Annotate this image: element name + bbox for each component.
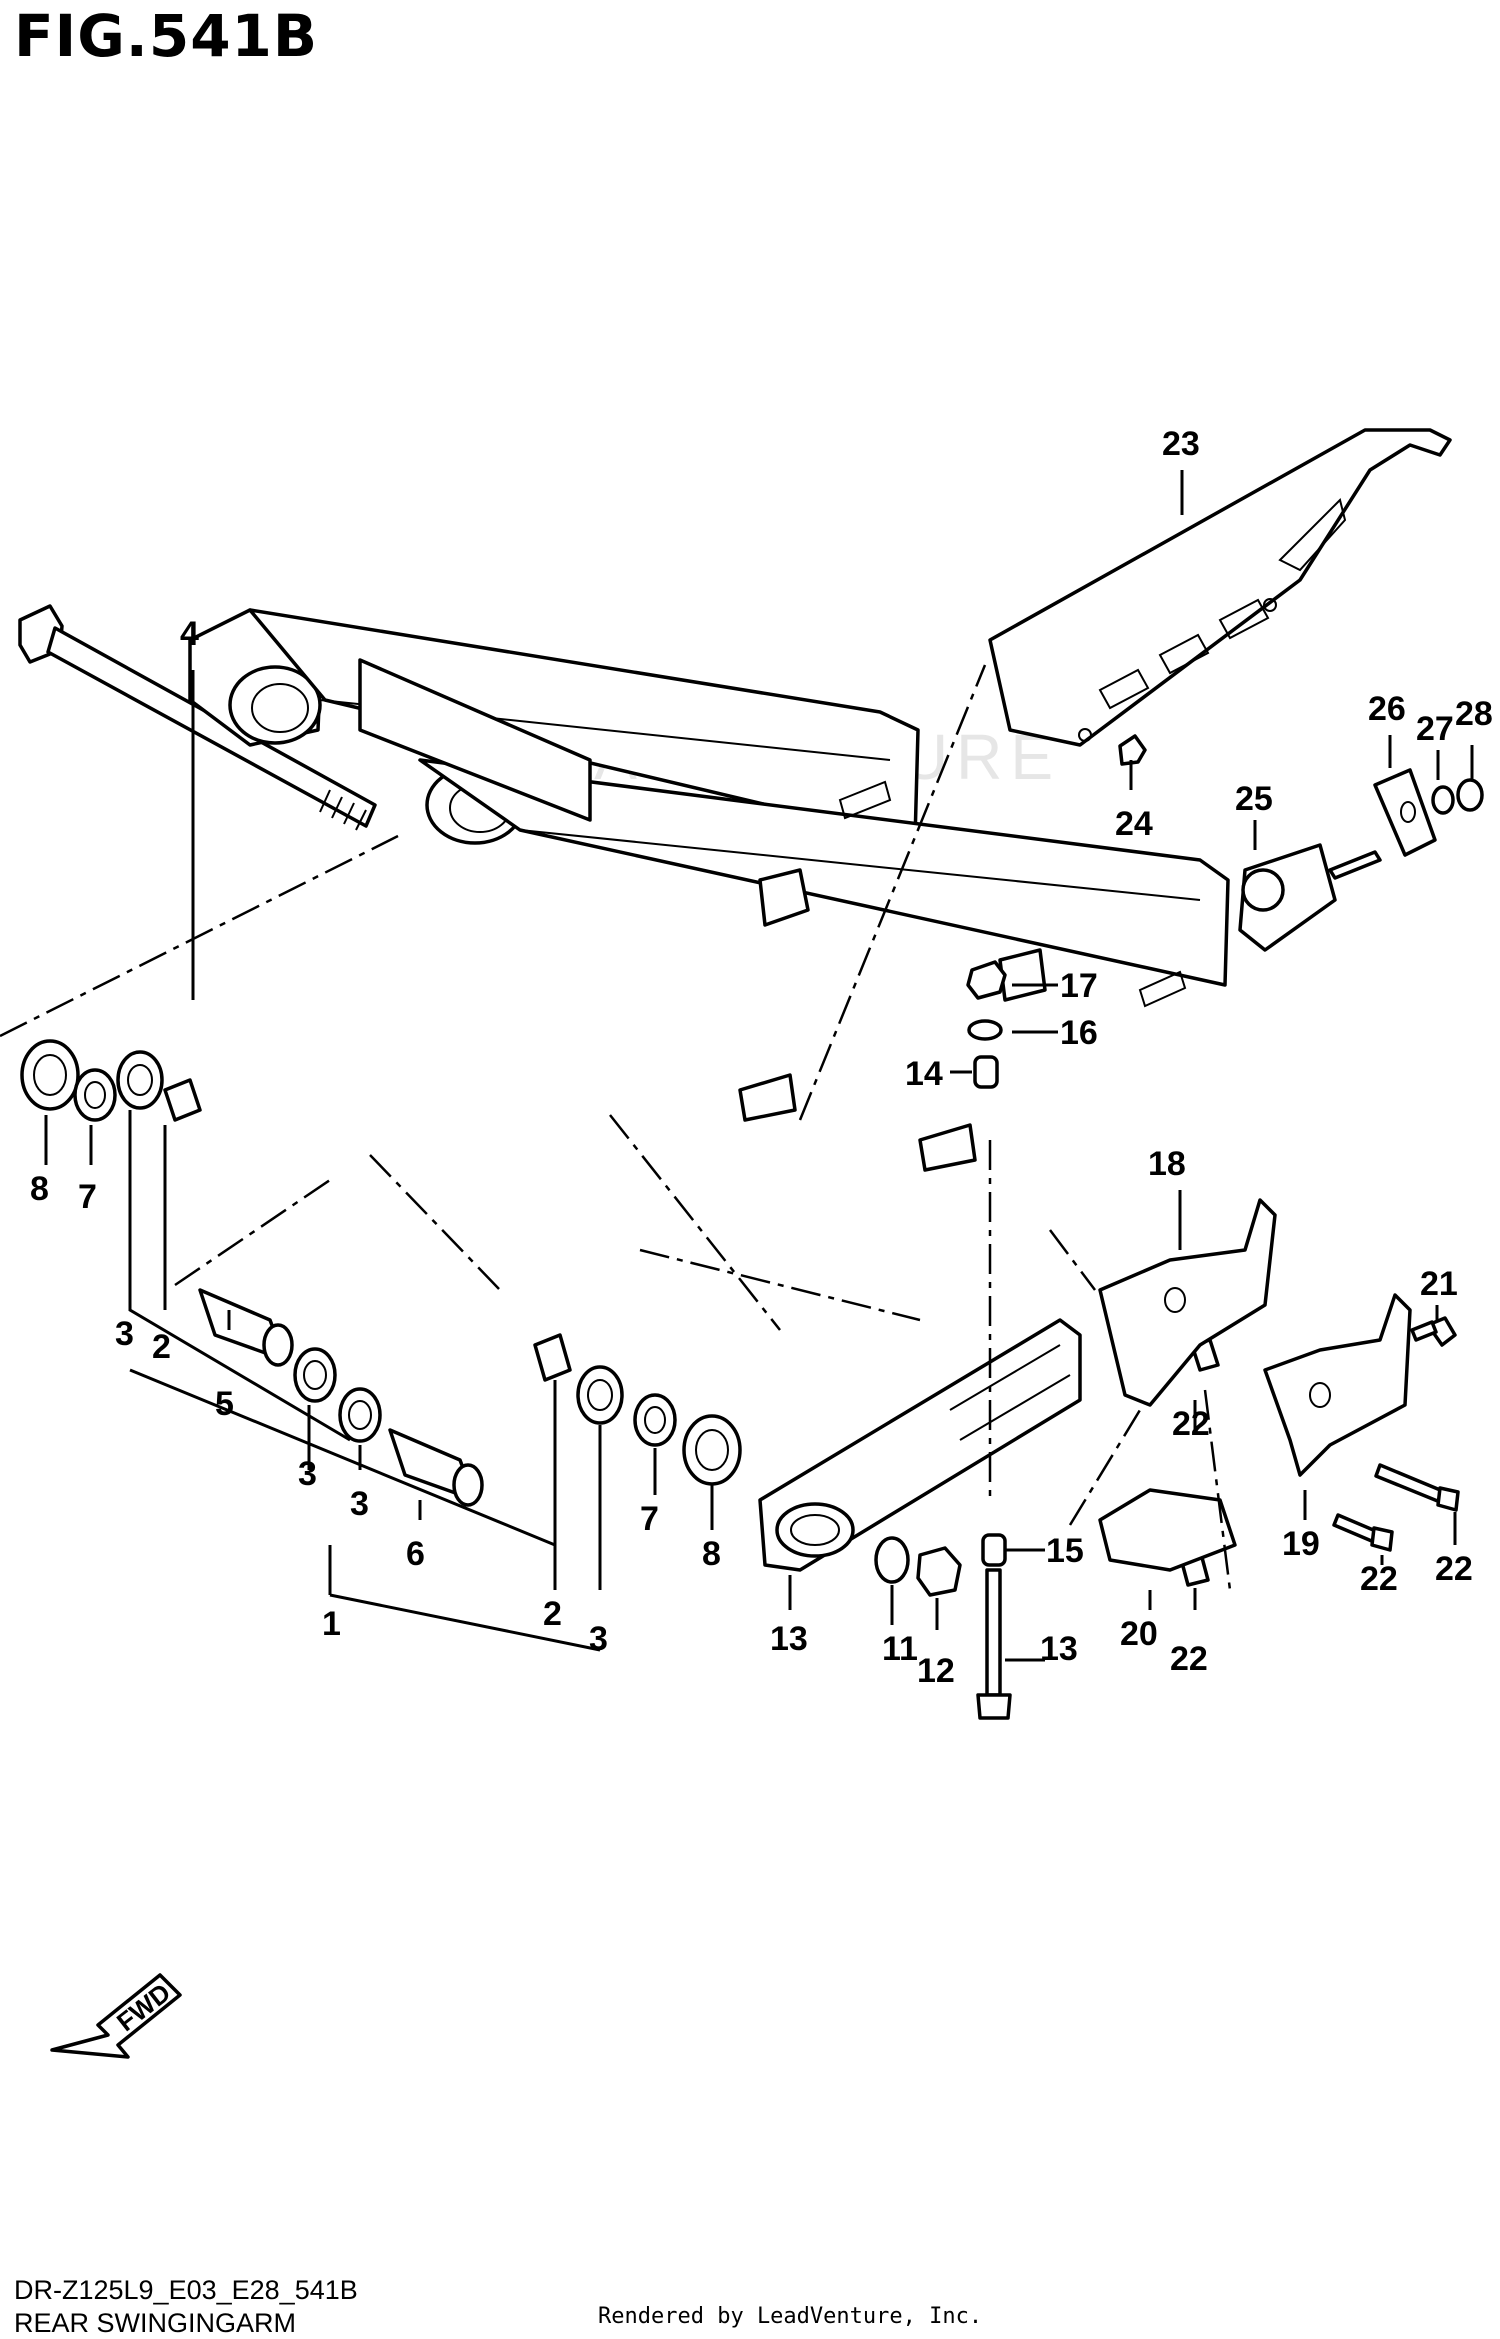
bushing-parts — [20, 1039, 742, 1507]
callout-20: 22 — [1435, 1550, 1473, 1588]
figure-title: FIG.541B — [14, 2, 319, 70]
callout-23: 23 — [1162, 425, 1200, 463]
callout-2a: 2 — [152, 1328, 171, 1366]
callout-10: 12 — [917, 1652, 955, 1690]
alignment-lines — [0, 664, 1232, 1591]
callout-7a: 7 — [78, 1178, 97, 1216]
callout-2b: 2 — [543, 1595, 562, 1633]
callout-8a: 8 — [30, 1170, 49, 1208]
diagram-code: DR-Z125L9_E03_E28_541B — [14, 2275, 358, 2305]
pivot-shaft-part — [18, 604, 377, 831]
callout-labels: 4 23 24 25 26 27 28 17 16 18 14 21 8 7 3… — [30, 425, 1493, 1690]
fwd-arrow-icon: FWD — [50, 1973, 182, 2059]
callout-14: 16 — [1060, 1014, 1098, 1052]
callout-7b: 7 — [640, 1500, 659, 1538]
callout-27: 27 — [1416, 710, 1454, 748]
chain-cover-part — [988, 428, 1452, 747]
leader-lines — [44, 470, 1474, 1662]
chain-guide-parts — [1098, 1198, 1412, 1572]
callout-3a: 3 — [115, 1315, 134, 1353]
callout-8b: 8 — [702, 1535, 721, 1573]
callout-28: 28 — [1455, 695, 1493, 733]
callout-13a: 14 — [905, 1055, 943, 1093]
callout-24: 24 — [1115, 805, 1153, 843]
callout-3b: 3 — [298, 1455, 317, 1493]
callout-1: 1 — [322, 1605, 341, 1643]
callout-3d: 3 — [589, 1620, 608, 1658]
callout-3c: 3 — [350, 1485, 369, 1523]
callout-18: 20 — [1120, 1615, 1158, 1653]
callout-19: 21 — [1420, 1265, 1458, 1303]
callout-6: 6 — [406, 1535, 425, 1573]
callout-11: 13 — [770, 1620, 808, 1658]
rendered-by-credit: Rendered by LeadVenture, Inc. — [598, 2304, 983, 2329]
callout-26: 26 — [1368, 690, 1406, 728]
diagram-caption: REAR SWINGINGARM — [14, 2308, 297, 2338]
chain-slider-part — [758, 1318, 1082, 1572]
fastener-parts — [874, 734, 1460, 1720]
callout-5: 5 — [215, 1385, 234, 1423]
callout-15: 17 — [1060, 967, 1098, 1005]
callout-21: 22 — [1360, 1560, 1398, 1598]
swingarm-body-part — [188, 608, 1230, 1172]
callout-22a: 22 — [1172, 1405, 1210, 1443]
callout-25: 25 — [1235, 780, 1273, 818]
callout-22b: 22 — [1170, 1640, 1208, 1678]
callout-12: 13 — [1040, 1630, 1078, 1668]
callout-4: 4 — [180, 615, 199, 653]
callout-9: 11 — [882, 1630, 918, 1668]
callout-17: 19 — [1282, 1525, 1320, 1563]
callout-16: 18 — [1148, 1145, 1186, 1183]
callout-13b: 15 — [1046, 1532, 1084, 1570]
chain-adjuster-parts — [1238, 768, 1484, 952]
